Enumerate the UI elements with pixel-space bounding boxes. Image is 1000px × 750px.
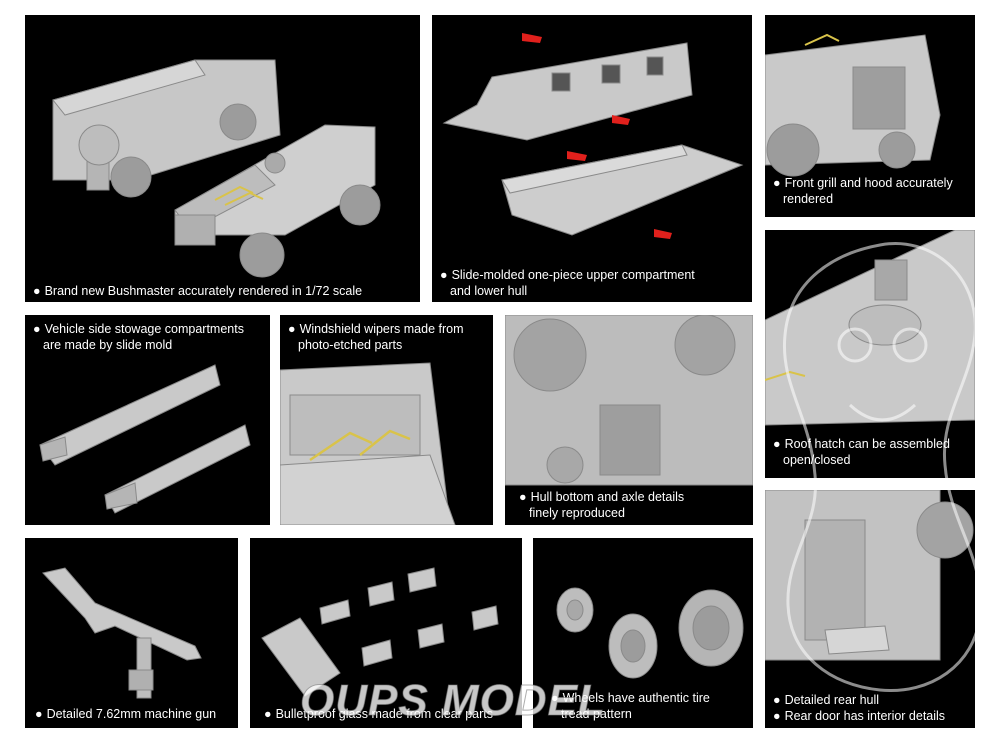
hull-bottom-illustration	[505, 315, 753, 486]
bushmaster-models-illustration	[52, 59, 381, 278]
bullet-icon: ●	[35, 707, 43, 721]
bullet-icon: ●	[519, 490, 527, 504]
bulletproof-glass-illustration	[261, 567, 499, 697]
caption-bushmaster: ●Brand new Bushmaster accurately rendere…	[33, 283, 362, 299]
caption-line-1: Bulletproof glass made from clear parts	[275, 707, 494, 721]
bullet-icon: ●	[440, 268, 448, 282]
bullet-icon: ●	[551, 691, 559, 705]
panel-bulletproof-glass: ●Bulletproof glass made from clear parts	[250, 538, 522, 728]
caption-line-1: Wheels have authentic tire	[562, 691, 710, 705]
caption-bulletproof-glass: ●Bulletproof glass made from clear parts	[264, 706, 493, 722]
caption-line-1: Slide-molded one-piece upper compartment	[451, 268, 695, 282]
upper-compartment-illustration	[442, 33, 744, 239]
panel-hull-bottom: ●Hull bottom and axle details finely rep…	[505, 315, 753, 525]
front-grill-illustration	[765, 33, 941, 177]
panel-wheels: ●Wheels have authentic tire tread patter…	[533, 538, 753, 728]
bullet-icon: ●	[773, 709, 781, 723]
bullet-icon: ●	[264, 707, 272, 721]
windshield-illustration	[280, 362, 456, 525]
caption-line-1: Brand new Bushmaster accurately rendered…	[44, 284, 363, 298]
caption-hull-bottom: ●Hull bottom and axle details finely rep…	[519, 489, 684, 521]
caption-side-stowage: ●Vehicle side stowage compartments are m…	[33, 321, 244, 353]
caption-rear-hull: ●Detailed rear hull ●Rear door has inter…	[773, 692, 945, 724]
caption-line-2: photo-etched parts	[298, 338, 403, 352]
panel-machine-gun: ●Detailed 7.62mm machine gun	[25, 538, 238, 728]
wheels-illustration	[556, 587, 744, 679]
caption-upper-compartment: ●Slide-molded one-piece upper compartmen…	[440, 267, 695, 299]
caption-line-1: Front grill and hood accurately	[784, 176, 953, 190]
bullet-icon: ●	[288, 322, 296, 336]
caption-line-1: Detailed rear hull	[784, 693, 880, 707]
bullet-icon: ●	[773, 693, 781, 707]
bullet-icon: ●	[773, 176, 781, 190]
caption-roof-hatch: ●Roof hatch can be assembled open/closed	[773, 436, 950, 468]
panel-windshield-wipers: ●Windshield wipers made from photo-etche…	[280, 315, 493, 525]
caption-line-2: Rear door has interior details	[784, 709, 946, 723]
panel-roof-hatch: ●Roof hatch can be assembled open/closed	[765, 230, 975, 478]
panel-side-stowage: ●Vehicle side stowage compartments are m…	[25, 315, 270, 525]
caption-line-1: Hull bottom and axle details	[530, 490, 685, 504]
bullet-icon: ●	[33, 322, 41, 336]
caption-line-2: open/closed	[783, 453, 851, 467]
panel-bushmaster: ●Brand new Bushmaster accurately rendere…	[25, 15, 420, 302]
caption-line-1: Windshield wipers made from	[299, 322, 464, 336]
caption-line-1: Detailed 7.62mm machine gun	[46, 707, 217, 721]
caption-line-1: Vehicle side stowage compartments	[44, 322, 244, 336]
bullet-icon: ●	[773, 437, 781, 451]
caption-line-2: are made by slide mold	[43, 338, 173, 352]
caption-line-2: finely reproduced	[529, 506, 625, 520]
caption-windshield-wipers: ●Windshield wipers made from photo-etche…	[288, 321, 464, 353]
side-stowage-illustration	[39, 364, 251, 514]
panel-upper-compartment: ●Slide-molded one-piece upper compartmen…	[432, 15, 752, 302]
caption-machine-gun: ●Detailed 7.62mm machine gun	[35, 706, 216, 722]
caption-line-2: tread pattern	[561, 707, 632, 721]
panel-rear-hull: ●Detailed rear hull ●Rear door has inter…	[765, 490, 975, 728]
caption-line-2: rendered	[783, 192, 834, 206]
caption-line-2: and lower hull	[450, 284, 528, 298]
caption-front-grill: ●Front grill and hood accurately rendere…	[773, 175, 953, 207]
caption-line-1: Roof hatch can be assembled	[784, 437, 950, 451]
machine-gun-illustration	[42, 567, 202, 699]
panel-front-grill: ●Front grill and hood accurately rendere…	[765, 15, 975, 217]
bullet-icon: ●	[33, 284, 41, 298]
caption-wheels: ●Wheels have authentic tire tread patter…	[551, 690, 710, 722]
